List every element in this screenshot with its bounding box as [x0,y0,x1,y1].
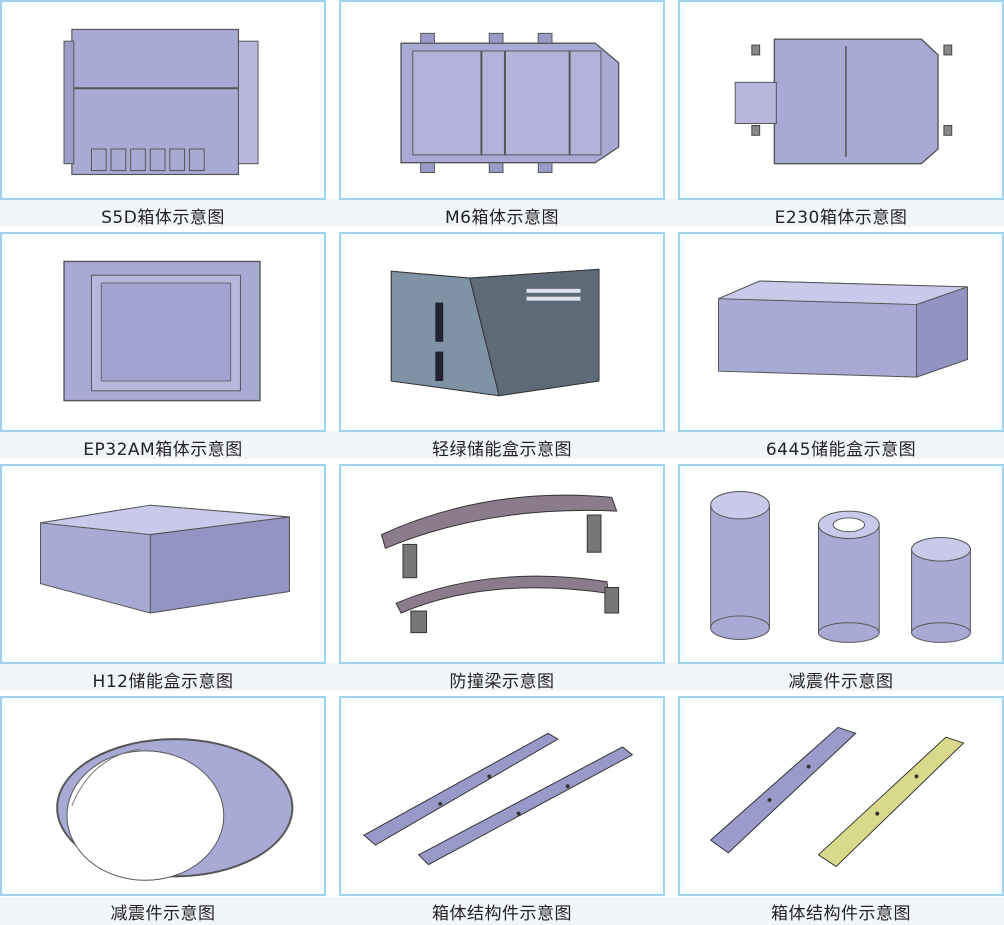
item-caption: 6445储能盒示意图 [765,440,917,460]
image-card [339,0,665,200]
damper-cylinders-image [710,490,971,643]
item-caption: 防撞梁示意图 [449,672,555,692]
rail-parts-image [362,732,634,866]
item-caption: M6箱体示意图 [445,208,559,228]
item-caption: H12储能盒示意图 [92,672,234,692]
item-caption: S5D箱体示意图 [101,208,225,228]
caption-band [0,199,1004,227]
caption-band [0,897,1004,925]
caption-band [0,431,1004,459]
open-box-image [718,280,968,378]
damper-ring-image [56,738,294,881]
image-card [678,696,1004,896]
storage-box-image [390,268,600,397]
s5d-box-image [63,28,259,176]
item-caption: 箱体结构件示意图 [771,904,911,924]
image-card [678,0,1004,200]
bumper-beam-image [380,494,620,634]
item-caption: 减震件示意图 [110,904,216,924]
item-caption: 轻绿储能盒示意图 [432,440,572,460]
image-card [0,464,326,664]
m6-box-image [400,32,620,174]
image-card [339,232,665,432]
image-card [0,232,326,432]
image-card [0,696,326,896]
image-card [339,696,665,896]
image-card [678,232,1004,432]
item-caption: E230箱体示意图 [774,208,908,228]
e230-box-image [734,38,953,165]
item-caption: 减震件示意图 [788,672,894,692]
rail-parts-image [709,726,965,868]
image-card [0,0,326,200]
caption-band [0,663,1004,691]
item-caption: 箱体结构件示意图 [432,904,572,924]
image-card [678,464,1004,664]
image-card [339,464,665,664]
open-box-image [40,504,290,614]
ep32am-box-image [63,260,261,402]
item-caption: EP32AM箱体示意图 [83,440,243,460]
